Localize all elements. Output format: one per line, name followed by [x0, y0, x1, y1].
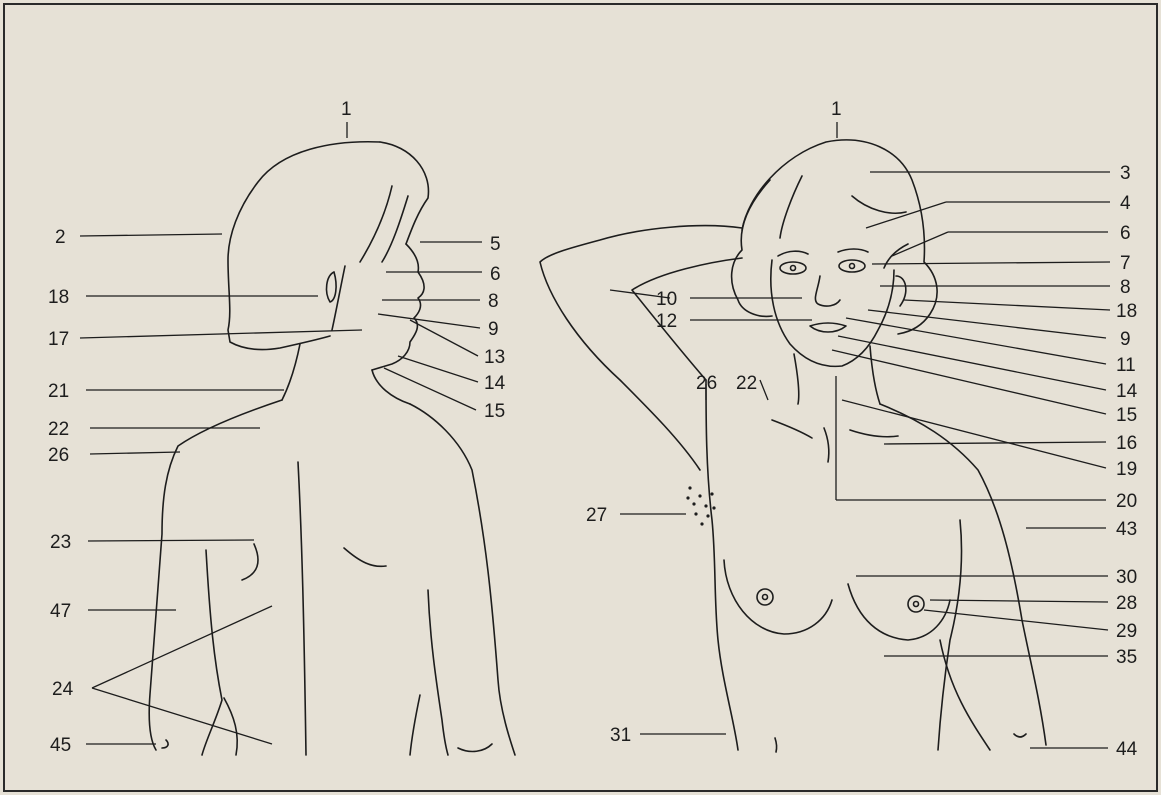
label-l21: 21 [48, 381, 69, 402]
label-r4: 4 [1120, 193, 1131, 214]
right-neck-right [870, 346, 880, 404]
label-r26: 26 [696, 373, 717, 394]
label-r22: 22 [736, 373, 757, 394]
label-l18: 18 [48, 287, 69, 308]
label-l22: 22 [48, 419, 69, 440]
right-pupil-right [850, 264, 855, 269]
label-l24: 24 [52, 679, 74, 700]
left-hair-strands [332, 186, 408, 330]
left-elbow-mark [162, 740, 168, 748]
label-r3: 3 [1120, 163, 1131, 184]
label-r10: 10 [656, 289, 677, 310]
label-r29: 29 [1116, 621, 1137, 642]
right-clavicle-right [850, 430, 898, 437]
right-left-arm-inner [938, 520, 962, 750]
label-r31: 31 [610, 725, 631, 746]
label-l47: 47 [50, 601, 71, 622]
label-r15: 15 [1116, 405, 1137, 426]
label-r30: 30 [1116, 567, 1137, 588]
right-brow-right [838, 249, 868, 252]
label-r19: 19 [1116, 459, 1137, 480]
right-breast-right [848, 584, 950, 640]
right-hair-outline [742, 140, 937, 334]
right-neck-left [794, 354, 799, 404]
right-eye-left [780, 262, 806, 274]
left-right-arm-inner [428, 590, 448, 755]
label-r12: 12 [656, 311, 677, 332]
left-shoulder-right [410, 404, 515, 755]
left-hair-outline [228, 142, 380, 350]
right-hair-strands [780, 176, 908, 268]
label-r27: 27 [586, 505, 607, 526]
right-pupil-left [791, 266, 796, 271]
label-r14: 14 [1116, 381, 1138, 402]
right-nipple-right [908, 596, 924, 612]
right-mouth [810, 323, 846, 332]
right-eye-right [839, 260, 865, 272]
left-buttock-dimple [458, 744, 492, 751]
label-l14: 14 [484, 373, 506, 394]
label-r43: 43 [1116, 519, 1137, 540]
label-r6: 6 [1120, 223, 1131, 244]
right-sternum-notch [824, 428, 829, 462]
label-l1: 1 [341, 99, 352, 120]
left-ear [327, 272, 337, 302]
label-r16: 16 [1116, 433, 1137, 454]
label-r7: 7 [1120, 253, 1131, 274]
label-l17: 17 [48, 329, 69, 350]
left-waist-left [224, 698, 237, 755]
right-left-shoulder [880, 404, 1046, 745]
label-l13: 13 [484, 347, 505, 368]
right-navel-mark [775, 738, 777, 752]
left-scapula-right [344, 548, 386, 566]
right-clavicle-left [772, 420, 812, 438]
label-r8: 8 [1120, 277, 1131, 298]
figure-frame [4, 4, 1157, 791]
label-r18: 18 [1116, 301, 1137, 322]
right-ear [896, 276, 906, 306]
label-l26: 26 [48, 445, 69, 466]
left-nape [282, 344, 300, 400]
right-raised-arm-inner [632, 258, 742, 380]
left-waist-right [410, 695, 420, 755]
label-r20: 20 [1116, 491, 1137, 512]
label-l2: 2 [55, 227, 66, 248]
left-hair-front [380, 142, 428, 244]
label-l15: 15 [484, 401, 505, 422]
label-l5: 5 [490, 234, 501, 255]
right-nose [815, 276, 840, 306]
left-scapula-left [242, 544, 258, 580]
leader-lines [80, 122, 1110, 748]
label-r28: 28 [1116, 593, 1137, 614]
right-hair-left [732, 180, 772, 316]
right-nipple-left [757, 589, 773, 605]
right-brow-left [778, 251, 808, 256]
right-hip-mark [1014, 734, 1026, 737]
left-left-arm-inner [202, 550, 222, 755]
label-l6: 6 [490, 264, 501, 285]
label-l45: 45 [50, 735, 71, 756]
label-l9: 9 [488, 319, 499, 340]
left-spine [298, 462, 306, 755]
label-r11: 11 [1116, 355, 1136, 376]
label-l8: 8 [488, 291, 499, 312]
label-r1: 1 [831, 99, 842, 120]
label-r35: 35 [1116, 647, 1137, 668]
right-torso-left [706, 380, 738, 750]
right-areola-right [914, 602, 919, 607]
right-breast-left [724, 560, 832, 634]
label-l23: 23 [50, 532, 71, 553]
left-face-profile [372, 244, 424, 370]
left-neck-front [372, 370, 410, 404]
right-areola-left [763, 595, 768, 600]
label-r44: 44 [1116, 739, 1138, 760]
label-r9: 9 [1120, 329, 1131, 350]
